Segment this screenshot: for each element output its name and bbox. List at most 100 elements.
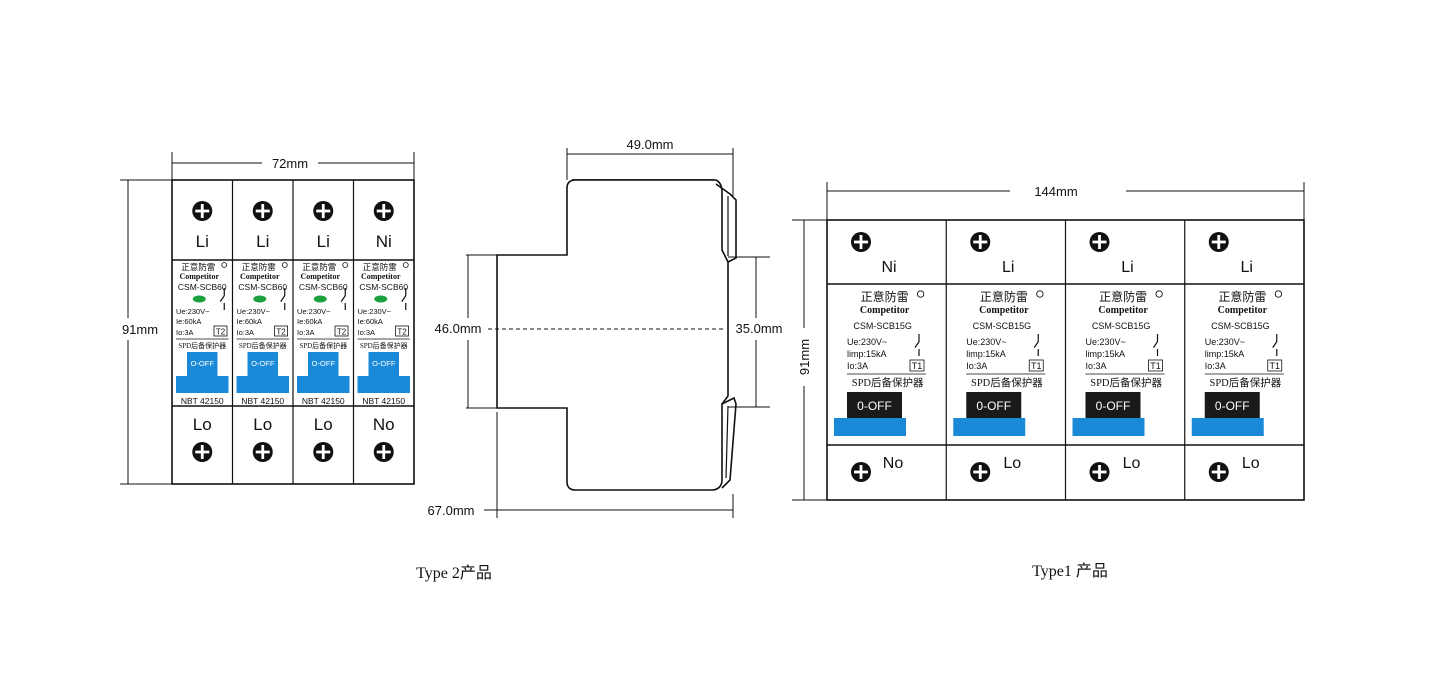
model-label: CSM-SCB60 [359, 282, 408, 292]
switch-label: 0-OFF [1215, 399, 1250, 413]
spec-voltage: Ue:230V~ [1086, 337, 1126, 347]
brand-en: Competitor [361, 272, 401, 281]
model-label: CSM-SCB60 [299, 282, 348, 292]
spec-voltage: Ue:230V~ [176, 307, 210, 316]
switch-handle [847, 392, 902, 418]
model-label: CSM-SCB15G [973, 321, 1032, 331]
terminal-screw-icon [373, 201, 394, 221]
class-badge: T1 [1031, 361, 1042, 371]
type1-pole: Ni正意防雷CompetitorCSM-SCB15GUe:230V~limp:1… [834, 232, 926, 482]
terminal-screw-icon [851, 462, 871, 482]
class-badge: T2 [397, 328, 407, 337]
pole-top-label: Li [1241, 259, 1253, 276]
switch-symbol [1033, 334, 1039, 356]
class-badge-box [1267, 359, 1283, 372]
switch-label: O-OFF [312, 359, 336, 368]
terminal-screw-icon [252, 442, 273, 462]
terminal-screw-icon [1089, 462, 1110, 482]
brand-en: Competitor [300, 272, 340, 281]
spec-voltage: Ue:230V~ [297, 307, 331, 316]
class-badge: T1 [1269, 361, 1280, 371]
type2-pole: Li正意防雷CompetitorCSM-SCB60Ue:230V~Ie:60kA… [176, 201, 229, 462]
class-badge-box [1148, 359, 1163, 372]
switch-symbol [219, 288, 225, 310]
terminal-screw-icon [313, 442, 334, 462]
type2-caption: Type 2产品 [416, 564, 492, 582]
terminal-screw-icon [192, 442, 213, 462]
model-label: CSM-SCB15G [853, 321, 912, 331]
switch-handle [187, 352, 218, 376]
spec-current: Ie:60kA [297, 317, 322, 326]
switch-label: 0-OFF [976, 399, 1011, 413]
description-label: SPD后备保护器 [1090, 376, 1162, 389]
brand-cn: 正意防雷 [242, 262, 276, 272]
brand-cn: 正意防雷 [363, 262, 397, 272]
brand-cn: 正意防雷 [1218, 289, 1266, 304]
model-label: CSM-SCB15G [1211, 321, 1270, 331]
switch-handle [308, 352, 339, 376]
terminal-screw-icon [373, 442, 394, 462]
type1-pole: Li正意防雷CompetitorCSM-SCB15GUe:230V~limp:1… [1184, 220, 1284, 500]
registered-mark-icon [281, 262, 288, 268]
class-badge-box [395, 325, 409, 337]
type2-height-label: 91mm [122, 322, 158, 337]
type2-pole: Li 正意防雷CompetitorCSM-SCB60Ue:230V~Ie:60kA… [231, 180, 289, 484]
terminal-screw-icon [970, 462, 991, 482]
brand-en: Competitor [1098, 305, 1148, 316]
brand-cn: 正意防雷 [1099, 289, 1147, 304]
class-badge: T2 [216, 328, 226, 337]
terminal-screw-icon [313, 201, 334, 221]
class-badge: T1 [912, 361, 923, 371]
registered-mark-icon [402, 262, 409, 268]
brand-cn: 正意防雷 [861, 289, 909, 304]
type1-height-label: 91mm [797, 339, 812, 375]
class-badge-box [909, 359, 925, 372]
terminal-screw-icon [851, 232, 871, 252]
switch-label: 0-OFF [857, 399, 892, 413]
spec-current: Ie:60kA [237, 317, 262, 326]
pole-top-label: Ni [376, 232, 392, 251]
switch-symbol [280, 288, 286, 310]
brand-en: Competitor [240, 272, 280, 281]
switch-base [1072, 418, 1145, 436]
description-label: SPD后备保护器 [1209, 376, 1281, 389]
side-top-latch [715, 183, 737, 263]
class-badge-box [274, 325, 288, 337]
spec-voltage: Ue:230V~ [966, 337, 1006, 347]
brand-cn: 正意防雷 [302, 262, 336, 272]
switch-handle [1085, 392, 1141, 418]
type1-caption: Type1 产品 [1032, 562, 1108, 580]
switch-symbol [1272, 334, 1278, 356]
switch-label: O-OFF [191, 359, 215, 368]
model-label: CSM-SCB60 [238, 282, 287, 292]
pole-top-label: Li [196, 232, 209, 251]
switch-base [236, 376, 289, 393]
pole-bottom-label: No [373, 415, 395, 434]
switch-symbol [401, 288, 407, 310]
switch-base [1191, 418, 1264, 436]
type1-pole: Li正意防雷CompetitorCSM-SCB15GUe:230V~limp:1… [1064, 220, 1165, 500]
brand-en: Competitor [1218, 305, 1268, 316]
description-label: SPD后备保护器 [852, 376, 924, 389]
spec-voltage: Ue:230V~ [237, 307, 271, 316]
description-label: SPD后备保护器 [299, 341, 347, 350]
pole-top-label: Li [256, 232, 269, 251]
spec-operating: Io:3A [358, 328, 376, 337]
switch-handle [247, 352, 278, 376]
spec-operating: Io:3A [1205, 361, 1226, 371]
side-view: 49.0mm 46.0mm 35.0mm 67.0mm [428, 137, 783, 518]
switch-handle [966, 392, 1022, 418]
switch-handle [368, 352, 399, 376]
switch-base [953, 418, 1026, 436]
spec-current: limp:15kA [1086, 349, 1126, 359]
spec-operating: Io:3A [966, 361, 987, 371]
switch-base [297, 376, 350, 393]
side-bottom-latch-inner [725, 405, 729, 479]
spec-operating: Io:3A [1086, 361, 1107, 371]
standard-label: NBT 42150 [362, 396, 405, 406]
side-rail-label: 35.0mm [736, 321, 783, 336]
pole-bottom-label: Lo [1242, 455, 1260, 472]
switch-symbol [340, 288, 346, 310]
type1-pole: Li正意防雷CompetitorCSM-SCB15GUe:230V~limp:1… [945, 220, 1046, 500]
status-led [253, 295, 267, 303]
